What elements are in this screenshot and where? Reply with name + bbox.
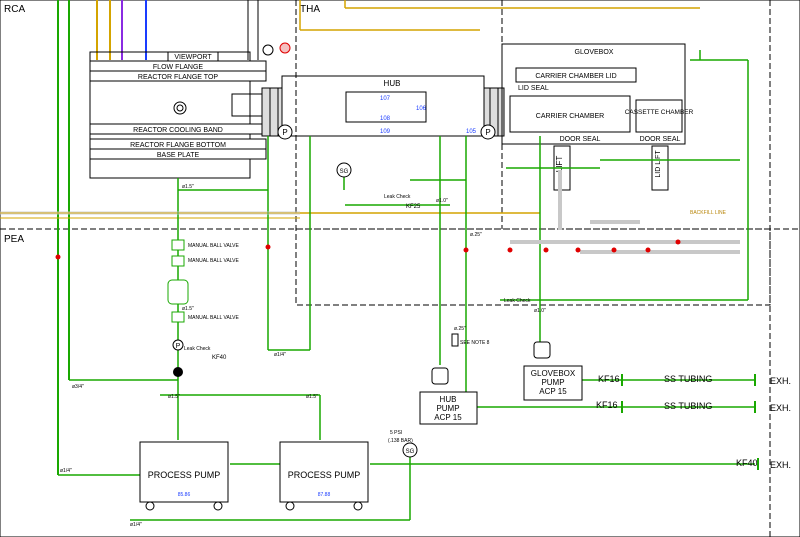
valve-actuator-icon <box>173 367 183 377</box>
piping-grey <box>0 170 740 254</box>
hub-pump-icon <box>431 367 449 385</box>
gb-pump-box <box>523 365 583 401</box>
exh-flanges <box>621 374 759 470</box>
flow-flange-label: FLOW FLANGE <box>153 64 204 71</box>
size-6: ø.25" <box>454 326 466 332</box>
hub-title: HUB <box>384 79 401 88</box>
wheel-icon <box>213 501 223 511</box>
manual-ball-valves <box>167 239 189 323</box>
leak-check-3: Leak Check <box>504 298 531 304</box>
exh-1-kf: KF16 <box>598 374 620 384</box>
piping-green <box>58 50 755 521</box>
hub-pump-box <box>419 391 478 425</box>
process-pump-2-label: PROCESS PUMP <box>288 470 361 480</box>
leak-check-1: Leak Check <box>384 194 411 200</box>
kf25-label: KF25 <box>406 204 421 210</box>
process-pump-2-id: 87.88 <box>318 492 331 498</box>
exh-3-label: EXH. <box>770 460 791 470</box>
hub-assembly: HUB 107 106 108 109 105 P P <box>261 75 505 140</box>
sg-label-1: SG <box>340 169 349 175</box>
viewport-label: VIEWPORT <box>174 54 212 61</box>
feed-lines <box>0 0 700 475</box>
sg-label-2: SG <box>406 449 415 455</box>
wheel-icon <box>285 501 295 511</box>
size-11: ø1.5" <box>168 394 180 400</box>
exh-2-kf: KF16 <box>596 400 618 410</box>
sg-gauge-1 <box>336 162 352 178</box>
process-pump-1-id: 85.86 <box>178 492 191 498</box>
filter-icon <box>451 333 459 347</box>
hub-pump-l2: PUMP <box>436 404 459 413</box>
hub-port-105: 105 <box>466 129 477 135</box>
p-gauge-label: P <box>176 343 181 350</box>
size-12: ø1.5" <box>306 394 318 400</box>
psi-label: 5 PSI <box>390 430 402 436</box>
bar-label: (.138 BAR) <box>388 438 413 444</box>
flange-top-label: REACTOR FLANGE TOP <box>138 74 218 81</box>
hub-port-107: 107 <box>380 96 391 102</box>
hub-port-108: 108 <box>380 116 391 122</box>
base-plate-label: BASE PLATE <box>157 152 200 159</box>
size-1: ø1.5" <box>182 184 194 190</box>
size-4: ø1.0" <box>534 308 546 314</box>
exh-3-kf: KF40 <box>736 458 758 468</box>
zone-tha: THA <box>300 4 320 15</box>
gauge-icon <box>262 44 274 56</box>
process-pump-2 <box>279 441 369 503</box>
wheel-icon <box>145 501 155 511</box>
size-8: ø1/4" <box>60 468 72 474</box>
exh-2-tube: SS TUBING <box>664 401 712 411</box>
p-gauge-icon <box>172 339 184 351</box>
exh-1-tube: SS TUBING <box>664 374 712 384</box>
door-seal-2: DOOR SEAL <box>640 136 681 143</box>
glovebox-title: GLOVEBOX <box>575 49 614 56</box>
pressure-gauge-icon <box>279 42 291 54</box>
zone-rca: RCA <box>4 4 25 15</box>
pressure-p1: P <box>282 128 287 137</box>
manual-valve-3: MANUAL BALL VALVE <box>188 315 240 321</box>
size-9: ø1/4" <box>130 522 142 528</box>
sg-gauge-2 <box>402 442 418 458</box>
gb-pump-icon <box>533 341 551 359</box>
hub-pump-l1: HUB <box>440 395 457 404</box>
manual-valve-2: MANUAL BALL VALVE <box>188 258 240 264</box>
manual-valve-1: MANUAL BALL VALVE <box>188 243 240 249</box>
cassette-chamber-label: CASSETTE CHAMBER <box>625 109 694 116</box>
flange-bottom-label: REACTOR FLANGE BOTTOM <box>130 142 226 149</box>
size-3: ø1.0" <box>436 198 448 204</box>
hub-port-109: 109 <box>380 129 391 135</box>
hub-pump-l3: ACP 15 <box>434 413 462 422</box>
zone-pea: PEA <box>4 234 24 245</box>
size-2: ø1.5" <box>182 306 194 312</box>
reactor-assembly: VIEWPORT FLOW FLANGE REACTOR FLANGE TOP … <box>89 51 267 179</box>
kf40-label: KF40 <box>212 355 227 361</box>
cooling-band-label: REACTOR COOLING BAND <box>133 127 223 134</box>
pressure-p2: P <box>485 128 490 137</box>
gb-pump-l1: GLOVEBOX <box>531 369 576 378</box>
carrier-chamber-label: CARRIER CHAMBER <box>536 113 604 120</box>
lift-label: LIFT <box>555 156 564 173</box>
exh-1-label: EXH. <box>770 376 791 386</box>
see-note-label: SEE NOTE 8 <box>460 340 490 346</box>
exh-2-label: EXH. <box>770 403 791 413</box>
sensor-dots <box>55 239 681 260</box>
lid-lift-label: LID LIFT <box>655 150 662 178</box>
wheel-icon <box>353 501 363 511</box>
size-7: ø1/4" <box>274 352 286 358</box>
gb-pump-l2: PUMP <box>541 378 564 387</box>
carrier-lid-label: CARRIER CHAMBER LID <box>535 73 616 80</box>
process-pump-1 <box>139 441 229 503</box>
size-10: ø3/4" <box>72 384 84 390</box>
gb-pump-l3: ACP 15 <box>539 387 567 396</box>
size-5: ø.25" <box>470 232 482 238</box>
door-seal-1: DOOR SEAL <box>560 136 601 143</box>
backfill-line-label: BACKFILL LINE <box>690 210 727 216</box>
process-pump-1-label: PROCESS PUMP <box>148 470 221 480</box>
leak-check-2: Leak Check <box>184 346 211 352</box>
hub-port-106: 106 <box>416 106 427 112</box>
lid-seal-label: LID SEAL <box>518 85 549 92</box>
tha-lower-box <box>295 228 771 306</box>
glovebox-assembly: GLOVEBOX CARRIER CHAMBER LID LID SEAL CA… <box>501 43 727 216</box>
